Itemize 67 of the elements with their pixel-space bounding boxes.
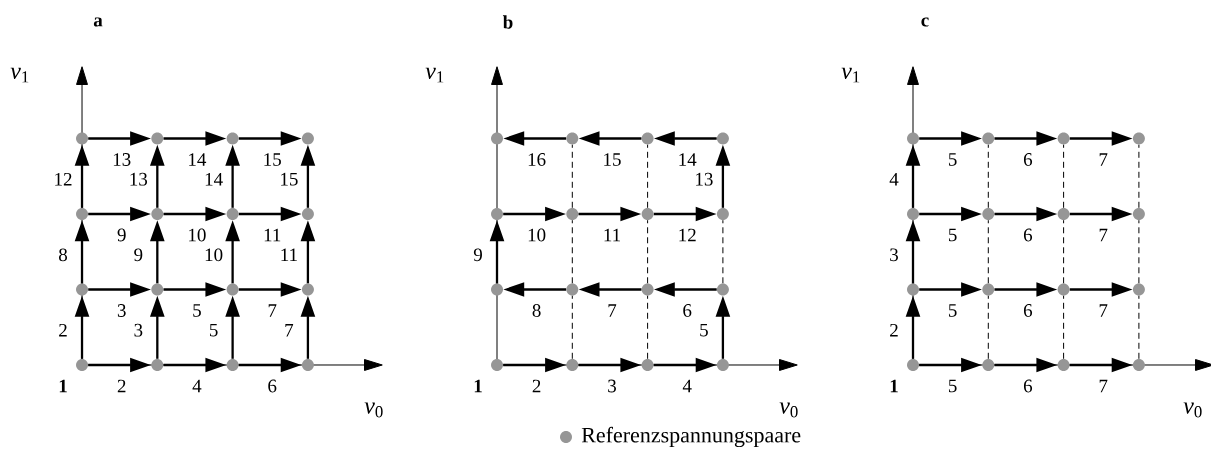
edge-label: 6 bbox=[1022, 227, 1034, 243]
edge-label: 3 bbox=[132, 322, 145, 338]
edge-label: 3 bbox=[888, 247, 900, 263]
origin-label: 1 bbox=[59, 379, 67, 393]
edge-label: 16 bbox=[526, 152, 548, 167]
edge-label: 5 bbox=[698, 322, 710, 338]
edge-label: 8 bbox=[57, 247, 69, 263]
edge-label: 2 bbox=[115, 378, 128, 394]
edge-label: 7 bbox=[283, 322, 295, 338]
edge-label: 14 bbox=[186, 152, 208, 167]
panel-letter: a bbox=[93, 17, 103, 27]
axis-label: v$_{0}$ bbox=[364, 402, 383, 418]
axis-label: v$_{1}$ bbox=[10, 67, 29, 83]
edge-label: 4 bbox=[888, 171, 900, 187]
edge-label: 7 bbox=[266, 303, 278, 318]
edge-label: 11 bbox=[601, 227, 623, 243]
edge-label: 14 bbox=[676, 152, 698, 167]
origin-label: 1 bbox=[474, 379, 482, 393]
edge-label: 4 bbox=[191, 378, 203, 394]
edge-label: 13 bbox=[127, 171, 149, 187]
edge-label: 5 bbox=[946, 303, 959, 318]
edge-label: 3 bbox=[115, 303, 128, 318]
edge-label: 5 bbox=[946, 378, 959, 394]
panel-letter: b bbox=[502, 15, 513, 29]
edge-label: 10 bbox=[526, 227, 548, 243]
edge-label: 7 bbox=[606, 303, 618, 318]
origin-label: 1 bbox=[890, 379, 898, 393]
edge-label: 6 bbox=[1022, 152, 1034, 167]
edge-label: 5 bbox=[207, 322, 220, 338]
axis-label: v$_{0}$ bbox=[779, 402, 798, 418]
edge-label: 9 bbox=[472, 247, 484, 263]
axis-label: v$_{1}$ bbox=[425, 67, 444, 83]
edge-label: 7 bbox=[1097, 227, 1109, 243]
edge-label: 2 bbox=[57, 322, 69, 338]
edge-label: 5 bbox=[946, 227, 959, 243]
edge-label: 15 bbox=[278, 171, 300, 187]
panel-letter: c bbox=[921, 17, 929, 27]
edge-label: 6 bbox=[1022, 378, 1034, 394]
axis-label: v$_{1}$ bbox=[841, 67, 860, 83]
edge-label: 10 bbox=[203, 247, 225, 263]
edge-label: 7 bbox=[1097, 152, 1109, 167]
edge-label: 2 bbox=[530, 378, 543, 394]
edge-label: 2 bbox=[888, 322, 900, 338]
legend-label: Referenzspannungspaare bbox=[581, 426, 801, 448]
edge-label: 12 bbox=[52, 171, 74, 187]
edge-label: 5 bbox=[946, 152, 959, 167]
edge-label: 7 bbox=[1097, 303, 1109, 318]
edge-label: 10 bbox=[186, 227, 208, 243]
edge-label: 9 bbox=[115, 227, 128, 243]
edge-label: 6 bbox=[1022, 303, 1034, 318]
edge-label: 7 bbox=[1097, 378, 1109, 394]
edge-label: 15 bbox=[601, 152, 623, 167]
edge-label: 13 bbox=[693, 171, 715, 187]
edge-label: 6 bbox=[681, 303, 693, 318]
edge-label: 14 bbox=[203, 171, 225, 187]
edge-label: 3 bbox=[606, 378, 618, 394]
edge-label: 8 bbox=[530, 303, 543, 318]
edge-label: 4 bbox=[681, 378, 693, 394]
edge-label: 5 bbox=[191, 303, 203, 318]
edge-label: 15 bbox=[261, 152, 283, 167]
axis-label: v$_{0}$ bbox=[1183, 402, 1202, 418]
edge-label: 11 bbox=[262, 227, 283, 243]
edge-label: 11 bbox=[278, 247, 300, 263]
edge-label: 13 bbox=[111, 152, 133, 167]
edge-label: 9 bbox=[132, 247, 145, 263]
edge-label: 6 bbox=[266, 378, 278, 394]
edge-label: 12 bbox=[676, 227, 698, 243]
